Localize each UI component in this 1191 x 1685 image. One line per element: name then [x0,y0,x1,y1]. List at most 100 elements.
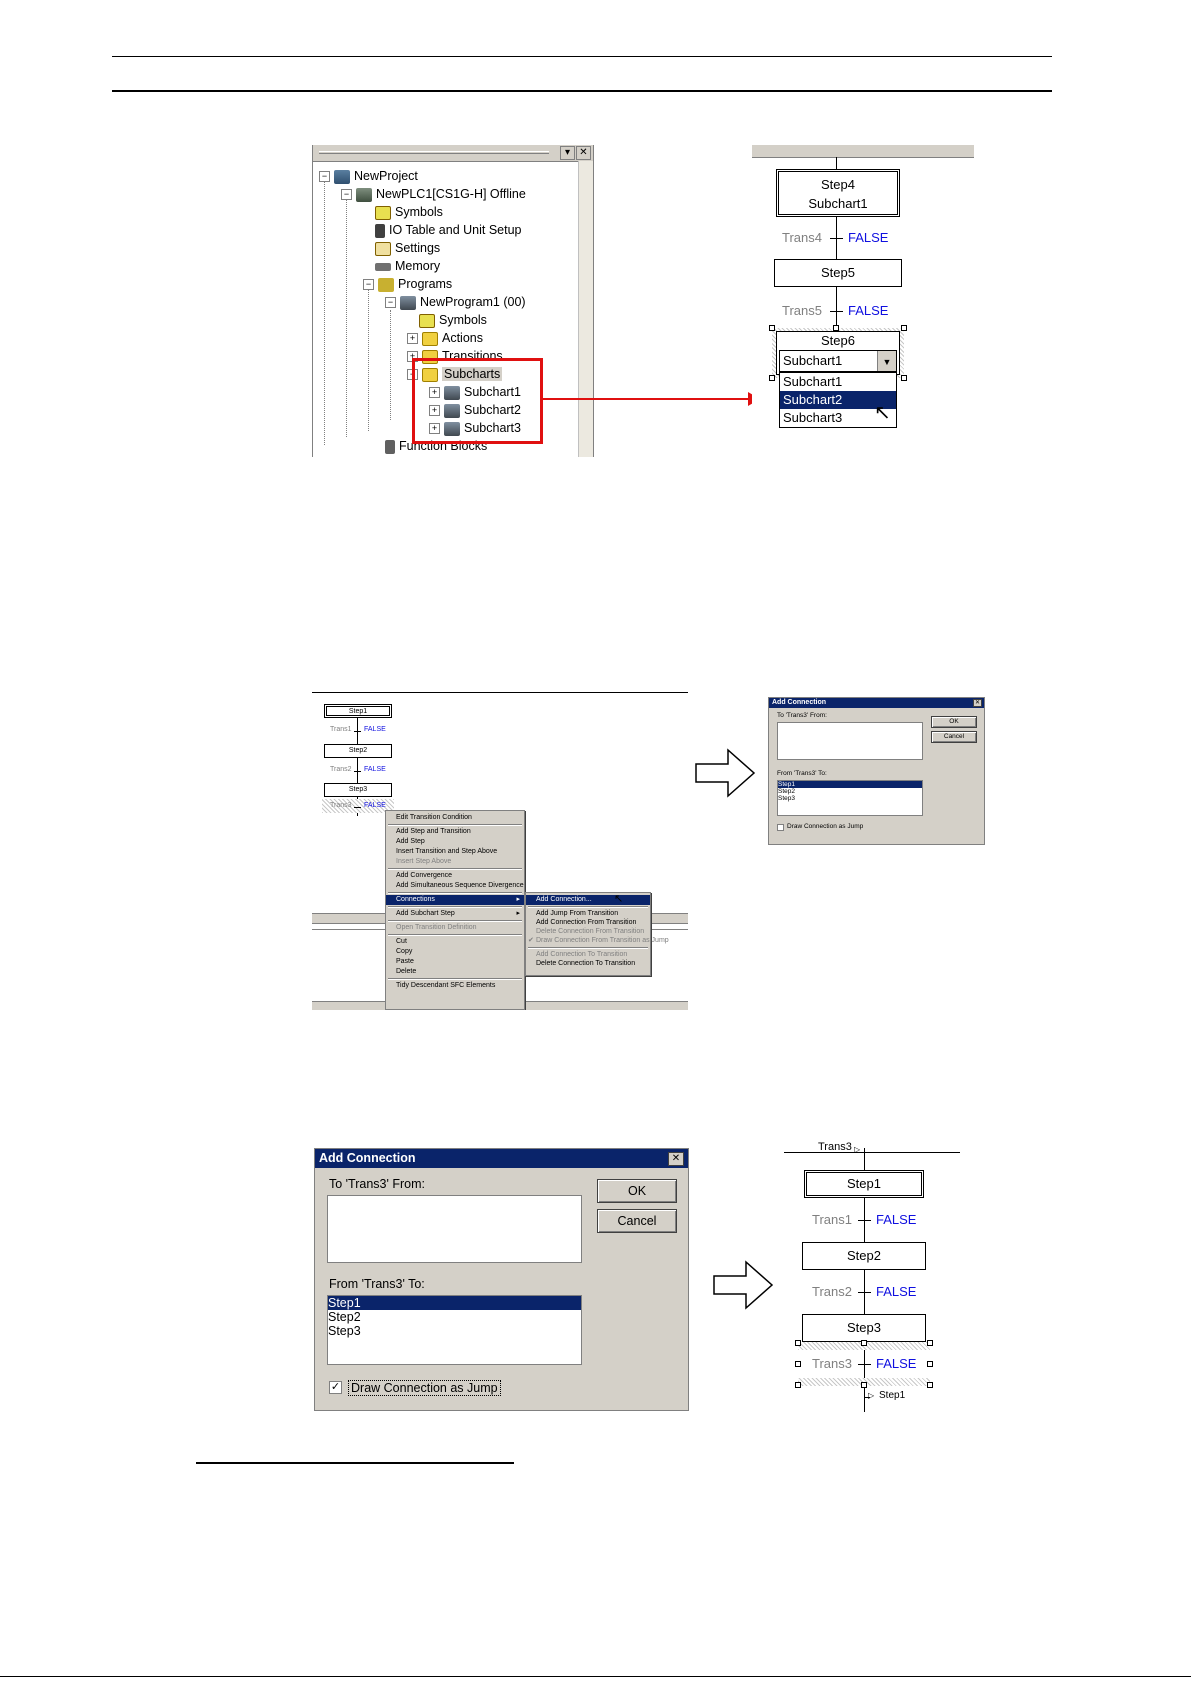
to-listbox[interactable] [777,722,923,760]
tree-item-actions[interactable]: +Actions [407,329,483,347]
list-item[interactable]: Step3 [328,1324,361,1338]
dropdown-option[interactable]: Subchart3 [783,410,843,425]
trans3-label[interactable]: Trans3 [330,802,352,809]
close-icon[interactable]: ✕ [973,699,982,707]
tree-item-program-symbols[interactable]: Symbols [419,311,487,329]
menu-item-edit-transition-condition[interactable]: Edit Transition Condition [396,814,472,821]
tree-item-subchart2[interactable]: +Subchart2 [429,401,521,419]
from-listbox[interactable]: Step1 Step2 Step3 [777,780,923,816]
list-item[interactable]: Step2 [328,1310,361,1324]
step1[interactable]: Step1 [804,1170,924,1198]
menu-item-copy[interactable]: Copy [396,948,413,955]
resize-handle[interactable] [927,1382,933,1388]
tree-item-program1[interactable]: −NewProgram1 (00) [385,293,526,311]
jump-checkbox[interactable]: ✓ [329,1381,342,1394]
resize-handle[interactable] [861,1340,867,1346]
collapse-icon[interactable]: − [341,189,352,201]
menu-item-insert-transition-and-step-above[interactable]: Insert Transition and Step Above [396,848,498,855]
expand-icon[interactable]: + [429,405,440,417]
expand-icon[interactable]: + [429,387,440,399]
cancel-button[interactable]: Cancel [597,1209,677,1233]
tree-item-io-table[interactable]: IO Table and Unit Setup [375,221,522,239]
step2[interactable]: Step2 [802,1242,926,1270]
list-item-selected[interactable]: Step1 [328,1296,581,1310]
close-icon[interactable]: ✕ [576,146,591,160]
tree-scrollbar[interactable] [578,161,593,457]
to-listbox[interactable] [327,1195,582,1263]
trans2-label[interactable]: Trans2 [330,766,352,773]
sfc-scrollbar[interactable] [752,145,974,158]
menu-item-open-transition-definition[interactable]: Open Transition Definition [396,924,477,931]
resize-handle[interactable] [861,1382,867,1388]
grip[interactable] [319,151,549,154]
list-item[interactable]: Step3 [778,795,795,802]
trans5-condition[interactable]: FALSE [848,303,889,318]
expand-icon[interactable]: + [429,423,440,435]
menu-item-tidy-descendant[interactable]: Tidy Descendant SFC Elements [396,982,496,989]
step5[interactable]: Step5 [774,259,902,287]
tree-item-plc[interactable]: −NewPLC1[CS1G-H] Offline [341,185,526,203]
menu-item-delete[interactable]: Delete [396,968,417,975]
expand-icon[interactable]: + [407,333,418,345]
subchart-combo[interactable]: Subchart1 ▼ [779,350,897,372]
trans2-condition[interactable]: FALSE [364,766,386,773]
trans1-label[interactable]: Trans1 [812,1212,852,1227]
tree-item-subchart1[interactable]: +Subchart1 [429,383,521,401]
dropdown-option-selected[interactable]: Subchart2 [780,391,896,409]
cancel-button[interactable]: Cancel [931,731,977,743]
tree-item-settings[interactable]: Settings [375,239,440,257]
menu-item-add-simultaneous-divergence[interactable]: Add Simultaneous Sequence Divergence [396,882,524,889]
top-jump-label[interactable]: Trans3 [818,1141,852,1153]
menu-item-connections[interactable]: Connections▸ [386,895,524,905]
tree-item-project[interactable]: −NewProject [319,167,418,185]
resize-handle[interactable] [901,325,907,331]
collapse-icon[interactable]: − [319,171,330,183]
ok-button[interactable]: OK [597,1179,677,1203]
trans3-condition[interactable]: FALSE [876,1356,917,1371]
submenu-item-add-connection[interactable]: Add Connection... [526,895,650,905]
trans4-condition[interactable]: FALSE [848,230,889,245]
submenu-item-add-jump-from-transition[interactable]: Add Jump From Transition [536,910,619,917]
tree-item-programs[interactable]: −Programs [363,275,452,293]
resize-handle[interactable] [795,1340,801,1346]
tree-item-subchart3[interactable]: +Subchart3 [429,419,521,437]
resize-handle[interactable] [901,375,907,381]
collapse-icon[interactable]: − [363,279,374,291]
bottom-jump-label[interactable]: Step1 [879,1390,906,1401]
menu-item-add-step[interactable]: Add Step [396,838,425,845]
list-item-selected[interactable]: Step1 [778,781,922,788]
submenu-item-add-connection-from-transition[interactable]: Add Connection From Transition [536,919,637,926]
chevron-down-icon[interactable]: ▼ [877,351,896,371]
dropdown-icon[interactable]: ▾ [560,146,575,160]
step3[interactable]: Step3 [324,783,392,797]
close-icon[interactable]: ✕ [668,1152,684,1166]
trans3-condition[interactable]: FALSE [364,802,386,809]
submenu-item-delete-connection-from-transition[interactable]: Delete Connection From Transition [536,928,645,935]
collapse-icon[interactable]: − [385,297,396,309]
menu-item-insert-step-above[interactable]: Insert Step Above [396,858,452,865]
resize-handle[interactable] [927,1361,933,1367]
subchart-dropdown-list[interactable]: Subchart1 Subchart2 Subchart3 [779,372,897,428]
submenu-item-draw-connection-as-jump[interactable]: ✔Draw Connection From Transition as Jump [528,937,669,944]
dropdown-option[interactable]: Subchart1 [783,374,843,389]
menu-item-cut[interactable]: Cut [396,938,407,945]
menu-item-paste[interactable]: Paste [396,958,414,965]
step2[interactable]: Step2 [324,744,392,758]
tree-item-memory[interactable]: Memory [375,257,440,275]
tree-item-symbols[interactable]: Symbols [375,203,443,221]
resize-handle[interactable] [795,1361,801,1367]
step3[interactable]: Step3 [802,1314,926,1342]
submenu-item-delete-connection-to-transition[interactable]: Delete Connection To Transition [536,960,636,967]
trans1-label[interactable]: Trans1 [330,726,352,733]
menu-item-add-convergence[interactable]: Add Convergence [396,872,453,879]
trans1-condition[interactable]: FALSE [364,726,386,733]
list-item[interactable]: Step2 [778,788,795,795]
resize-handle[interactable] [769,325,775,331]
resize-handle[interactable] [833,325,839,331]
menu-item-add-subchart-step[interactable]: Add Subchart Step▸ [396,910,520,917]
trans1-condition[interactable]: FALSE [876,1212,917,1227]
trans2-condition[interactable]: FALSE [876,1284,917,1299]
trans2-label[interactable]: Trans2 [812,1284,852,1299]
submenu-item-add-connection-to-transition[interactable]: Add Connection To Transition [536,951,628,958]
step4-subchart-step[interactable]: Step4 Subchart1 [776,169,900,217]
